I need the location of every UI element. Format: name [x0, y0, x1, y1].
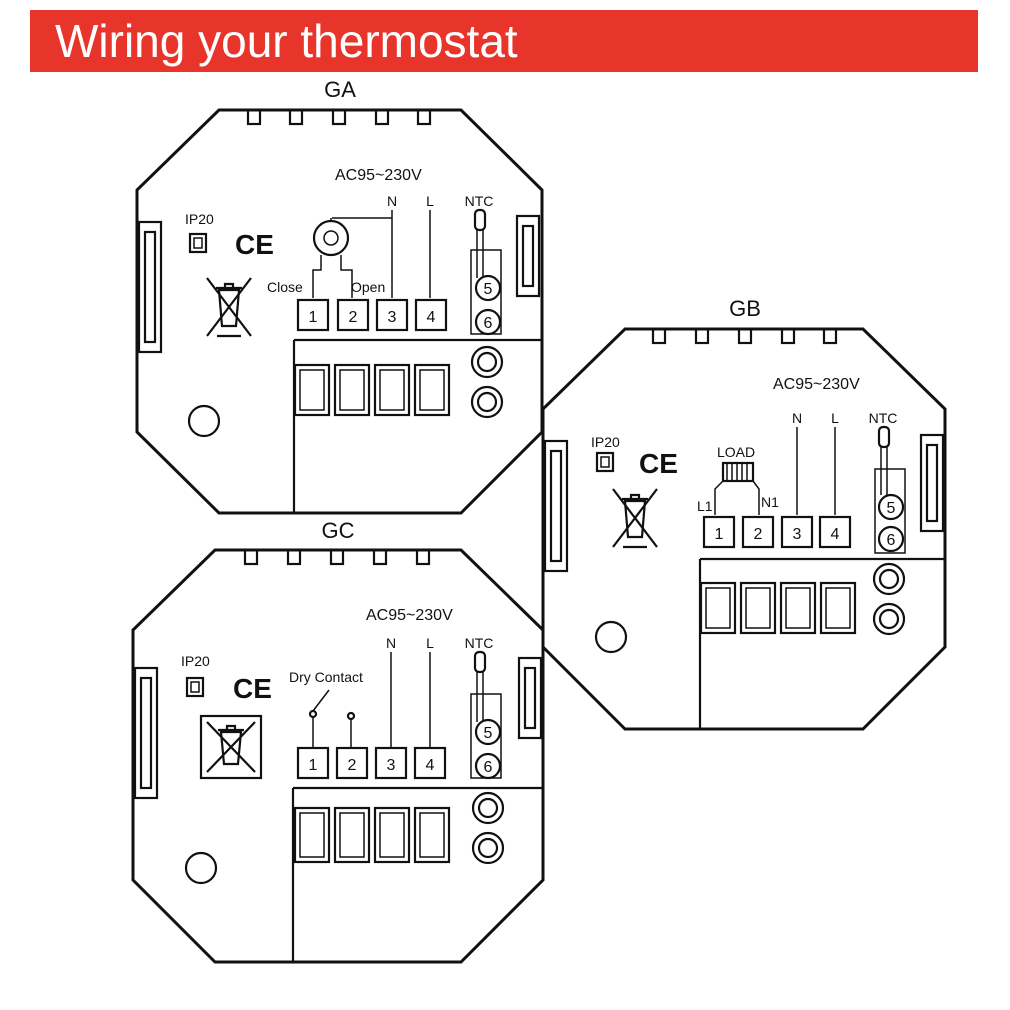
ntc-probe-icon — [874, 425, 906, 554]
side-clip-left — [543, 439, 569, 573]
load-top-label: LOAD — [717, 444, 755, 460]
supply-label: AC95~230V — [335, 167, 422, 184]
supply-wires — [391, 210, 431, 298]
terminal-block — [293, 345, 504, 419]
neutral-label: N — [792, 410, 802, 426]
terminal-2 — [336, 298, 370, 332]
svg-text:3: 3 — [793, 526, 802, 543]
svg-text:1: 1 — [309, 309, 318, 326]
dry-contact-switch-icon — [308, 689, 356, 748]
ip-rating: IP20 — [185, 211, 214, 227]
top-tabs — [246, 108, 432, 126]
terminal-3 — [780, 515, 814, 549]
terminal-3 — [375, 298, 409, 332]
svg-text:3: 3 — [387, 757, 396, 774]
terminal-5 — [474, 718, 502, 746]
unit-gc: IP20 CE AC95~230V N L NTC 5 6 Dry Contac… — [131, 548, 545, 964]
load-top-label: Dry Contact — [289, 669, 363, 685]
ip-box-icon — [595, 451, 615, 473]
sensor-label: NTC — [465, 193, 494, 209]
top-tabs — [651, 327, 838, 345]
side-clip-right — [515, 214, 541, 298]
load-right-label: Open — [351, 279, 385, 295]
terminal-1 — [296, 298, 330, 332]
svg-text:1: 1 — [715, 526, 724, 543]
terminal-6 — [474, 752, 502, 780]
supply-label: AC95~230V — [366, 607, 453, 624]
svg-text:5: 5 — [484, 281, 493, 298]
ip-box-icon — [188, 232, 208, 254]
side-clip-right — [919, 433, 945, 533]
ip-rating: IP20 — [181, 653, 210, 669]
svg-text:4: 4 — [427, 309, 436, 326]
top-tabs — [243, 548, 431, 566]
unit-ga: IP20 CE AC95~230V N L NTC 5 6 — [135, 108, 544, 515]
ce-mark: CE — [233, 673, 272, 704]
terminal-6 — [877, 525, 905, 553]
supply-label: AC95~230V — [773, 376, 860, 393]
unit-label-gb: GB — [729, 296, 761, 321]
base-divider — [291, 786, 543, 962]
svg-text:6: 6 — [484, 315, 493, 332]
ip-rating: IP20 — [591, 434, 620, 450]
neutral-label: N — [386, 635, 396, 651]
svg-text:3: 3 — [388, 309, 397, 326]
sensor-label: NTC — [869, 410, 898, 426]
live-label: L — [831, 410, 839, 426]
sensor-label: NTC — [465, 635, 494, 651]
side-clip-left — [133, 666, 159, 800]
unit-gb: IP20 CE AC95~230V N L NTC 5 6 LOAD — [541, 327, 947, 731]
terminal-1 — [296, 746, 330, 780]
load-left-label: L1 — [697, 498, 713, 514]
svg-text:5: 5 — [484, 725, 493, 742]
unit-label-gc: GC — [322, 518, 355, 543]
ce-mark: CE — [639, 448, 678, 479]
supply-wires — [796, 427, 836, 515]
neutral-label: N — [387, 193, 397, 209]
svg-text:1: 1 — [309, 757, 318, 774]
svg-text:4: 4 — [831, 526, 840, 543]
terminal-4 — [414, 298, 448, 332]
svg-text:5: 5 — [887, 500, 896, 517]
load-left-label: Close — [267, 279, 303, 295]
terminal-block — [293, 791, 505, 865]
valve-actuator-icon — [312, 217, 392, 298]
svg-text:2: 2 — [348, 757, 357, 774]
terminal-6 — [474, 308, 502, 336]
ip-box-icon — [185, 676, 205, 698]
svg-text:4: 4 — [426, 757, 435, 774]
unit-label-ga: GA — [324, 77, 356, 102]
weee-bin-icon — [199, 714, 263, 780]
svg-text:2: 2 — [349, 309, 358, 326]
resistive-load-icon — [714, 461, 760, 515]
svg-text:2: 2 — [754, 526, 763, 543]
live-label: L — [426, 193, 434, 209]
supply-wires — [390, 652, 431, 748]
terminal-4 — [818, 515, 852, 549]
terminal-5 — [877, 493, 905, 521]
live-label: L — [426, 635, 434, 651]
header-banner: Wiring your thermostat — [30, 10, 978, 72]
terminal-2 — [335, 746, 369, 780]
side-clip-right — [517, 656, 543, 740]
side-clip-left — [137, 220, 163, 354]
weee-bin-icon — [206, 277, 252, 338]
terminal-1 — [702, 515, 736, 549]
page-title: Wiring your thermostat — [55, 15, 518, 67]
svg-text:6: 6 — [484, 759, 493, 776]
terminal-4 — [413, 746, 447, 780]
mounting-hole — [184, 851, 218, 885]
mounting-hole — [594, 620, 628, 654]
ce-mark: CE — [235, 229, 274, 260]
load-right-label: N1 — [761, 494, 779, 510]
terminal-2 — [741, 515, 775, 549]
weee-bin-icon — [612, 488, 658, 549]
svg-text:6: 6 — [887, 532, 896, 549]
terminal-block — [699, 562, 906, 636]
terminal-5 — [474, 274, 502, 302]
mounting-hole — [187, 404, 221, 438]
terminal-3 — [374, 746, 408, 780]
